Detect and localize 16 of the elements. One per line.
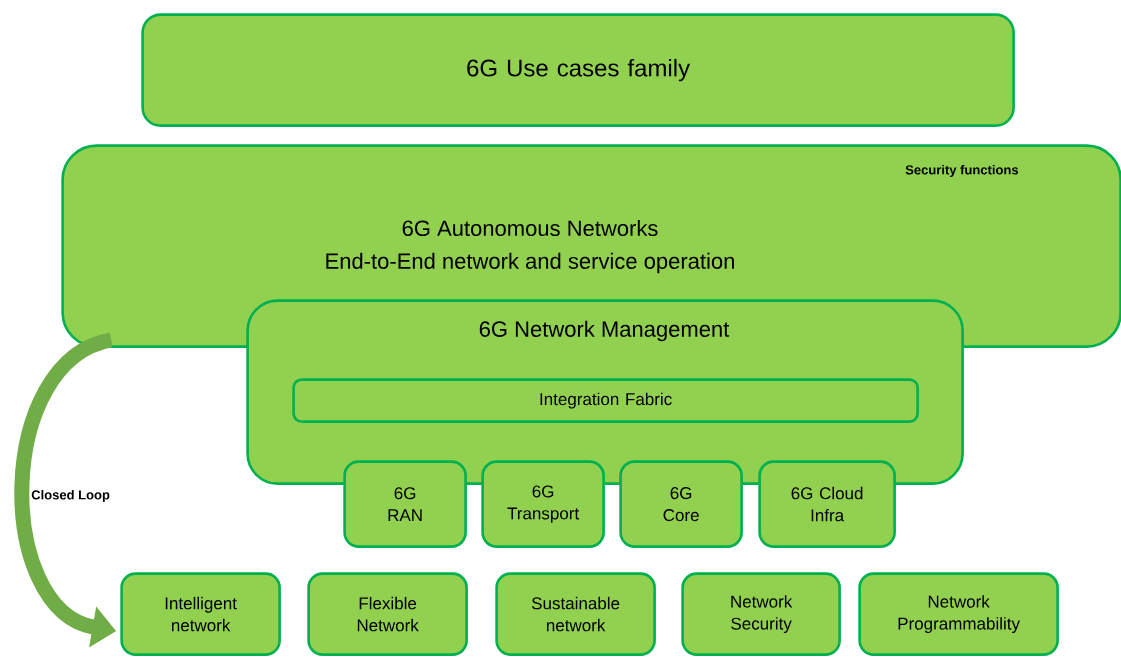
feature-box: Network Security [681,572,841,656]
domain-box: 6G Cloud Infra [758,460,896,548]
feature-box: Network Programmability [858,572,1059,656]
fabric-bar: Integration Fabric [292,378,919,423]
feature-box: Sustainable network [495,572,656,656]
layer-title: End-to-End network and service operation [326,252,734,274]
feature-box: Intelligent network [120,572,281,656]
layer-box: 6G Use cases family [141,13,1015,127]
feature-box: Flexible Network [307,572,468,656]
note-text: Security functions [905,164,1019,178]
layer-title: 6G Autonomous Networks [402,219,658,237]
domain-box: 6G RAN [343,460,467,548]
edge-label: Closed Loop [31,489,110,503]
layer-title: 6G Network Management [479,320,730,342]
domain-box: 6G Core [619,460,743,548]
domain-box: 6G Transport [481,460,605,548]
